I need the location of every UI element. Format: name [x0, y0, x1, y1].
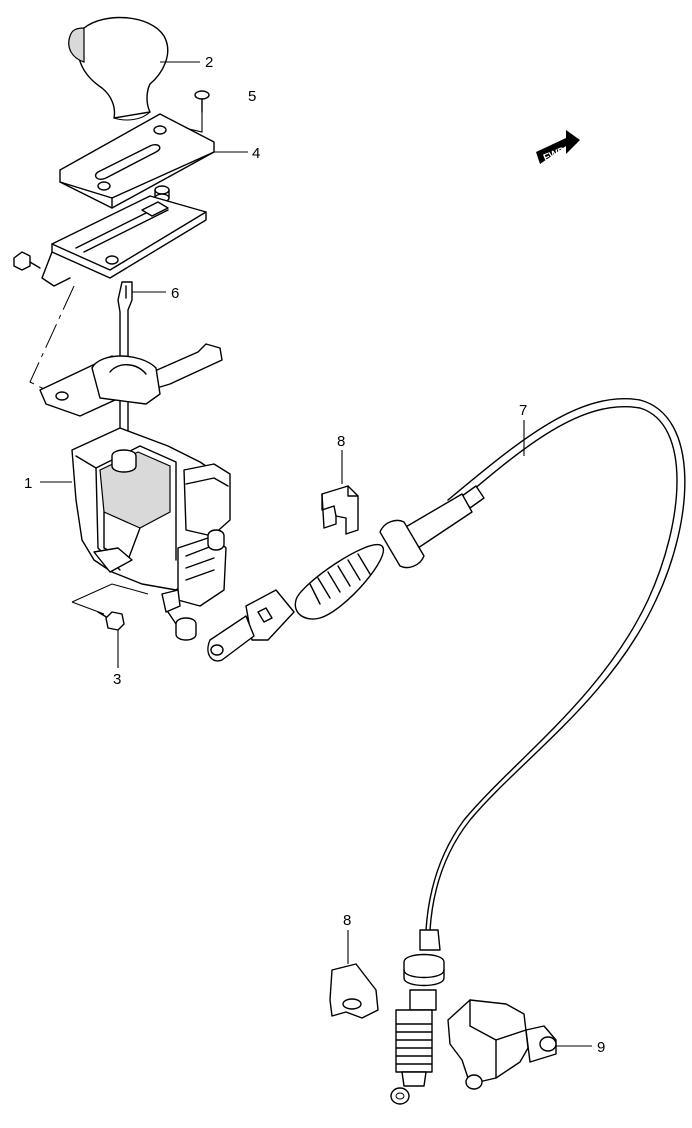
callout-3: 3 [113, 671, 121, 688]
callout-2: 2 [205, 54, 213, 71]
indicator-plate [59, 113, 215, 209]
cable-clip-lower [329, 963, 379, 1019]
callout-9: 9 [597, 1039, 605, 1056]
callout-1: 1 [24, 475, 32, 492]
fwd-direction-arrow: FWD [536, 130, 580, 164]
shift-knob [68, 16, 169, 121]
callout-6: 6 [171, 285, 179, 302]
slide-plate [41, 195, 207, 287]
callout-8-lower: 8 [343, 912, 351, 929]
screw-small [194, 90, 210, 113]
shift-cable [207, 398, 686, 1105]
callout-5: 5 [248, 88, 256, 105]
callout-7: 7 [519, 402, 527, 419]
shifter-housing [39, 343, 231, 641]
bolt-left [13, 251, 41, 271]
cable-clip-upper [321, 485, 359, 535]
callout-8-upper: 8 [337, 433, 345, 450]
cable-bracket [447, 999, 557, 1090]
bolt [97, 611, 125, 631]
callout-4: 4 [252, 145, 260, 162]
